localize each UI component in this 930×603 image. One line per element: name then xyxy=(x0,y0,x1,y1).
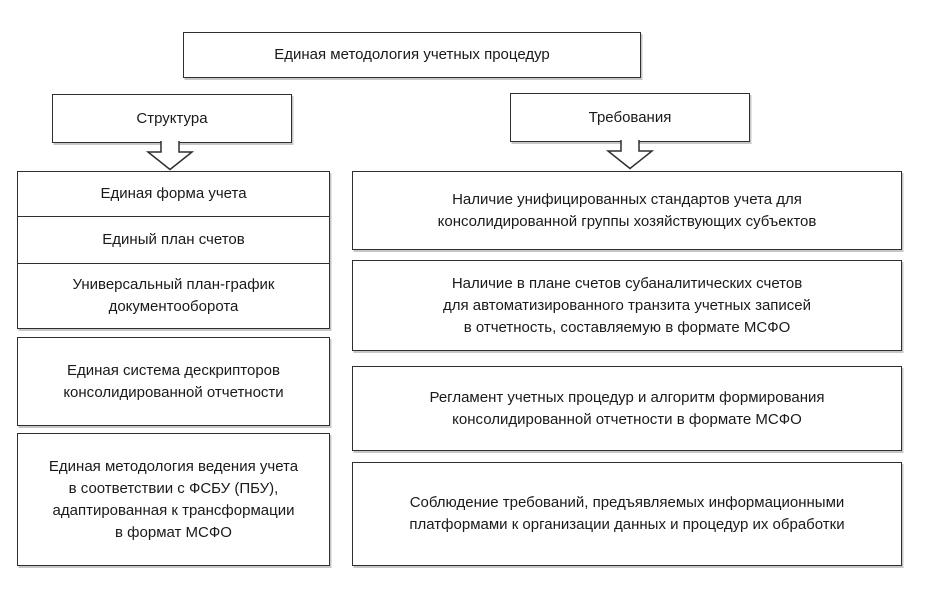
structure-stack-item: Единый план счетов xyxy=(18,216,329,263)
title-text: Единая методология учетных процедур xyxy=(274,46,550,63)
structure-stack-item-label: Единая форма учета xyxy=(100,185,247,202)
branch-header-requirements: Требования xyxy=(510,93,750,142)
structure-stack-item-label: Универсальный план-график документооборо… xyxy=(72,276,275,315)
requirement-box: Соблюдение требований, предъявляемых инф… xyxy=(352,462,902,566)
down-arrow-icon xyxy=(145,141,195,171)
branch-header-structure-label: Структура xyxy=(136,109,208,127)
requirement-box: Наличие унифицированных стандартов учета… xyxy=(352,171,902,250)
requirement-box: Наличие в плане счетов субаналитических … xyxy=(352,260,902,351)
structure-box: Единая система дескрипторов консолидиров… xyxy=(17,337,330,426)
requirement-box-label: Наличие унифицированных стандартов учета… xyxy=(437,190,817,230)
branch-header-structure: Структура xyxy=(52,94,292,143)
requirement-box-label: Регламент учетных процедур и алгоритм фо… xyxy=(429,388,825,428)
structure-box: Единая методология ведения учета в соотв… xyxy=(17,433,330,566)
requirement-box-label: Наличие в плане счетов субаналитических … xyxy=(442,274,812,336)
title-box: Единая методология учетных процедур xyxy=(183,32,641,78)
structure-stack-item-label: Единый план счетов xyxy=(102,231,245,248)
structure-stack: Единая форма учета Единый план счетов Ун… xyxy=(17,171,330,329)
branch-header-requirements-label: Требования xyxy=(588,108,672,126)
requirement-box: Регламент учетных процедур и алгоритм фо… xyxy=(352,366,902,451)
structure-box-label: Единая система дескрипторов консолидиров… xyxy=(63,361,284,401)
down-arrow-icon xyxy=(605,140,655,170)
structure-stack-item: Единая форма учета xyxy=(18,172,329,216)
requirement-box-label: Соблюдение требований, предъявляемых инф… xyxy=(409,494,845,533)
structure-stack-item: Универсальный план-график документооборо… xyxy=(18,263,329,328)
structure-box-label: Единая методология ведения учета в соотв… xyxy=(48,457,299,541)
